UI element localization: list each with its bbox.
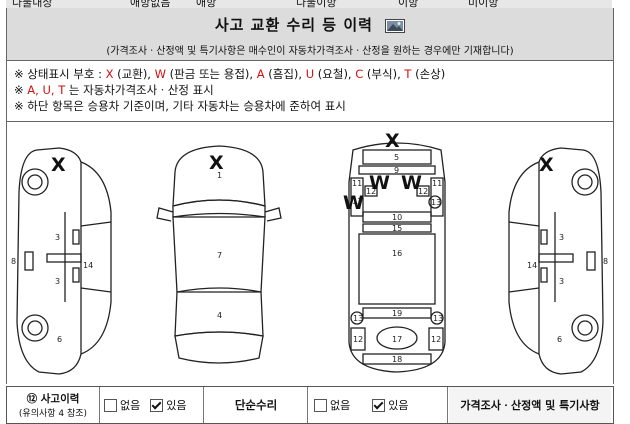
accident-sublabel: (유의사항 4 참조) [18,409,88,419]
simple-yes-label: 있음 [388,399,409,412]
top-cell-5: 이항 [398,0,419,9]
left-side-view [16,147,112,375]
top-view [156,145,282,364]
mark-under-w-right: W [401,172,422,194]
part-num: 11 [432,179,442,188]
part-num: 1 [217,171,222,180]
simple-none-label: 없음 [330,399,351,412]
part-num: 13 [353,314,363,323]
code-c-name: (부식), [363,67,405,81]
part-num: 3 [559,277,564,286]
code-t-name: (손상) [411,67,446,81]
section-subtitle: (가격조사ㆍ산정액 및 특기사항은 매수인이 자동차가격조사ㆍ산정을 원하는 경… [106,46,514,57]
status-legend: ※ 상태표시 부호 : X (교환), W (판금 또는 용접), A (흠집)… [6,61,614,122]
part-num: 8 [603,257,608,266]
simple-none-option[interactable]: 없음 [314,397,350,413]
underside-view [348,142,446,373]
code-c: C [355,67,364,81]
part-num: 14 [527,261,537,270]
part-num: 3 [55,233,60,242]
accident-none-checkbox[interactable] [104,398,117,412]
part-num: 19 [392,309,402,318]
legend-prefix: ※ 상태표시 부호 : [14,67,106,81]
part-num: 4 [217,311,222,320]
legend-line-3: ※ 하단 항목은 승용차 기준이며, 기타 자동차는 승용차에 준하여 표시 [14,99,346,113]
car-diagram: 3 3 8 14 6 1 7 4 5 9 11 12 13 11 12 13 1… [11,142,608,375]
legend-line-2-codes: A, U, T [27,83,66,97]
simple-repair-options-cell: 없음 있음 [308,387,448,423]
code-u: U [305,67,315,81]
part-num: 5 [394,153,399,162]
section-header: 사고 교환 수리 등 이력 (가격조사ㆍ산정액 및 특기사항은 매수인이 자동차… [6,8,614,61]
mark-under-w-left: W [369,172,390,194]
simple-repair-label: 단순수리 [205,387,308,423]
part-num: 12 [418,187,428,196]
part-num: 14 [83,261,93,270]
part-num: 17 [392,335,402,344]
right-side-view [508,147,604,375]
part-num: 12 [366,187,376,196]
code-x-name: (교환), [113,67,155,81]
simple-yes-checkbox[interactable] [372,398,386,412]
part-num: 9 [394,166,399,175]
mark-under-front: X [385,130,400,152]
accident-none-option[interactable]: 없음 [104,397,140,413]
part-num: 16 [392,249,402,258]
legend-line-1: ※ 상태표시 부호 : X (교환), W (판금 또는 용접), A (흠집)… [14,66,445,82]
simple-none-checkbox[interactable] [314,398,327,412]
accident-history-row: ⑫ 사고이력 (유의사항 4 참조) 없음 있음 단순수리 없음 있음 가격조사… [6,386,614,424]
top-cell-1: 다물내상 [12,0,53,9]
code-x: X [105,67,114,81]
image-icon [385,18,406,33]
part-num: 3 [55,277,60,286]
part-num: 13 [352,197,362,206]
mark-under-w-lower: W [343,192,364,214]
simple-yes-option[interactable]: 있음 [372,397,409,413]
part-num: 8 [11,257,16,266]
accident-yes-label: 있음 [166,399,187,412]
top-cell-6: 미이항 [468,0,499,9]
mark-right-front: X [539,154,554,176]
part-num: 13 [433,314,443,323]
legend-line-2-rest: 는 자동차가격조사ㆍ산정 표시 [65,83,214,97]
accident-label-cell: ⑫ 사고이력 (유의사항 4 참조) [7,387,100,423]
accident-yes-option[interactable]: 있음 [150,397,187,413]
part-num: 6 [557,335,562,344]
mark-left-front: X [51,154,66,176]
code-a: A [256,67,265,81]
part-num: 7 [217,251,222,260]
code-t: T [404,67,412,81]
part-num: 13 [431,198,441,207]
section-title-text: 사고 교환 수리 등 이력 [214,16,373,34]
part-num: 3 [559,233,564,242]
code-u-name: (요철), [314,67,356,81]
top-cell-3: 애항 [196,0,217,9]
mark-top-hood: X [209,152,224,174]
price-notes-label: 가격조사ㆍ산정액 및 특기사항 [449,387,611,423]
part-num: 10 [392,213,402,222]
part-num: 11 [352,179,362,188]
legend-line-2: ※ A, U, T 는 자동차가격조사ㆍ산정 표시 [14,82,214,98]
accident-yes-checkbox[interactable] [150,398,164,412]
accident-label: ⑫ 사고이력 [26,393,80,405]
part-num: 6 [57,335,62,344]
code-a-name: (흠집), [264,67,306,81]
part-num: 18 [392,355,402,364]
top-cell-4: 다물이항 [296,0,337,9]
accident-none-label: 없음 [120,399,141,412]
top-cell-2: 애항없음 [130,0,171,9]
part-num: 12 [353,335,363,344]
part-num: 12 [431,335,441,344]
part-num: 15 [392,224,402,233]
legend-line-2-prefix: ※ [14,83,28,97]
code-w-name: (판금 또는 용접), [166,67,257,81]
accident-options-cell: 없음 있음 [100,387,204,423]
code-w: W [154,67,166,81]
car-diagram-area: 3 3 8 14 6 1 7 4 5 9 11 12 13 11 12 13 1… [6,122,614,384]
section-title: 사고 교환 수리 등 이력 [7,14,613,35]
